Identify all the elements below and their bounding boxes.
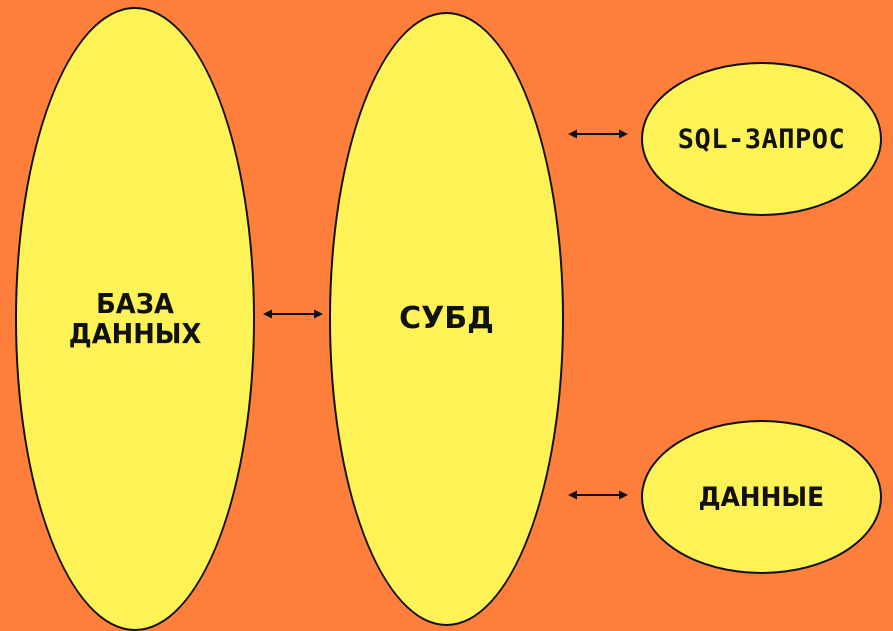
database-node: БАЗА ДАННЫХ [15,7,255,631]
arrow-dbms-sql-query [568,129,628,139]
arrow-dbms-data [568,490,628,500]
data-label: ДАННЫЕ [698,481,825,513]
sql-query-label: SQL-ЗАПРОС [677,123,846,155]
data-node: ДАННЫЕ [641,420,882,574]
dbms-node: СУБД [329,12,564,626]
dbms-label: СУБД [399,301,494,336]
database-label: БАЗА ДАННЫХ [68,287,202,350]
sql-query-node: SQL-ЗАПРОС [641,62,882,216]
arrow-database-dbms [263,309,323,319]
